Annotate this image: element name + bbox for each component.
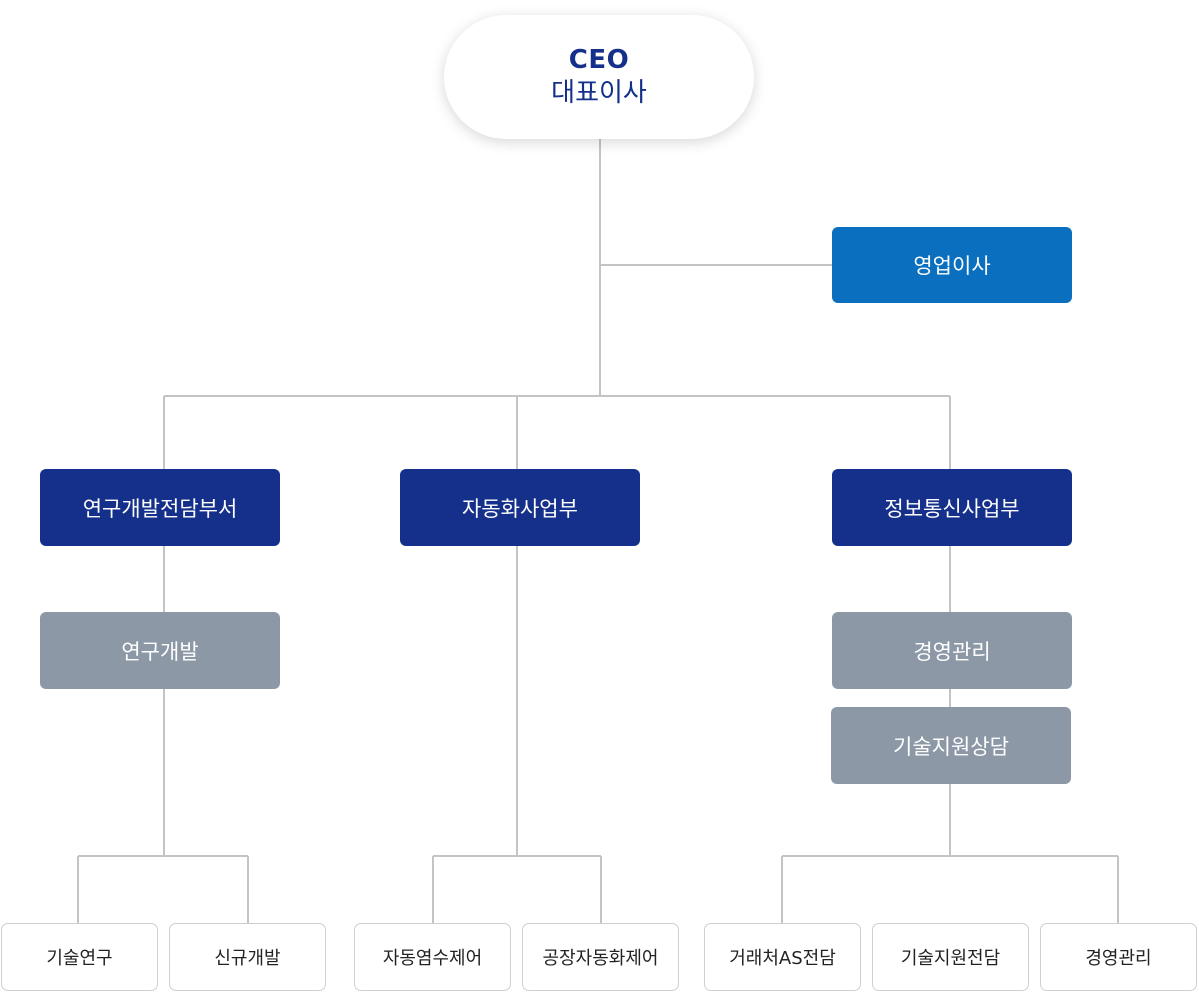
dept-rnd-node: 연구개발전담부서 bbox=[40, 469, 280, 546]
ceo-title-ko: 대표이사 bbox=[551, 78, 647, 108]
unit-tech-research-node: 기술연구 bbox=[1, 923, 158, 991]
unit-tech-support-dedicated-node: 기술지원전담 bbox=[872, 923, 1029, 991]
ceo-title-en: CEO bbox=[568, 45, 630, 75]
dept-automation-node: 자동화사업부 bbox=[400, 469, 640, 546]
unit-new-dev-node: 신규개발 bbox=[169, 923, 326, 991]
dept-ict-node: 정보통신사업부 bbox=[832, 469, 1072, 546]
unit-salt-control-node: 자동염수제어 bbox=[354, 923, 511, 991]
unit-factory-auto-node: 공장자동화제어 bbox=[522, 923, 679, 991]
unit-management-node: 경영관리 bbox=[1040, 923, 1197, 991]
sales-director-node: 영업이사 bbox=[832, 227, 1072, 303]
unit-client-as-node: 거래처AS전담 bbox=[704, 923, 861, 991]
team-tech-support-node: 기술지원상담 bbox=[831, 707, 1071, 784]
team-rnd-dev-node: 연구개발 bbox=[40, 612, 280, 689]
ceo-node: CEO 대표이사 bbox=[444, 15, 754, 139]
team-management-node: 경영관리 bbox=[832, 612, 1072, 689]
